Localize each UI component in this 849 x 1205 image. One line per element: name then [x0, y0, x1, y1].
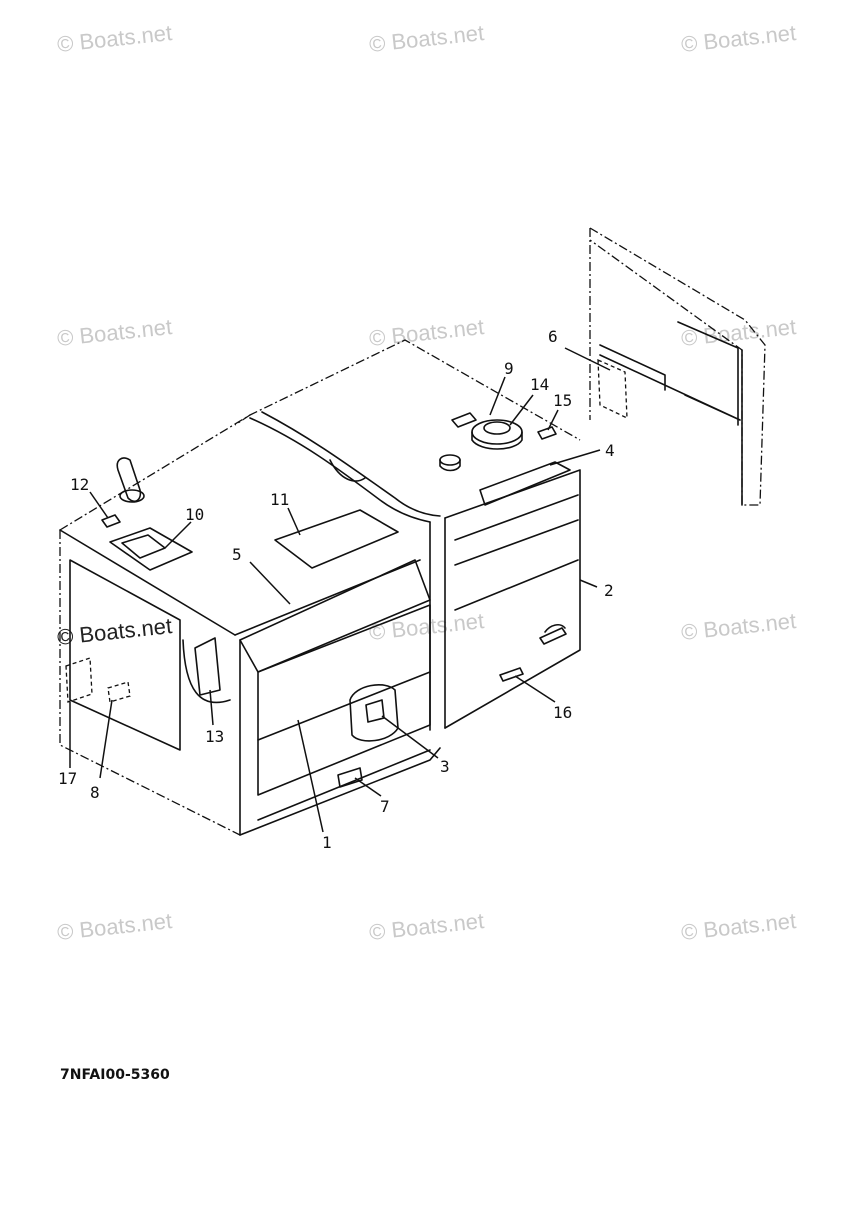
side-cover-panel — [589, 227, 766, 506]
watermark: © Boats.net — [680, 314, 797, 351]
callout-16: 16 — [553, 703, 572, 722]
callout-1: 1 — [322, 833, 332, 852]
watermark-dark: © Boats.net — [56, 613, 173, 650]
front-panel-right — [444, 469, 581, 729]
callout-15: 15 — [553, 391, 572, 410]
label-16 — [499, 667, 524, 682]
callout-5: 5 — [232, 545, 242, 564]
callout-13: 13 — [205, 727, 224, 746]
label-9 — [451, 412, 477, 428]
watermark: © Boats.net — [368, 314, 485, 351]
left-end-outline — [59, 530, 241, 836]
watermark: © Boats.net — [56, 908, 173, 945]
oil-cap — [439, 454, 461, 466]
callout-6: 6 — [548, 327, 558, 346]
generator-body — [59, 339, 581, 836]
top-outline — [59, 339, 581, 531]
label-11 — [274, 509, 399, 569]
fuel-cap — [471, 419, 523, 445]
watermark: © Boats.net — [368, 908, 485, 945]
exhaust-pipe — [116, 457, 142, 502]
callout-8: 8 — [90, 783, 100, 802]
watermark: © Boats.net — [368, 608, 485, 645]
watermark: © Boats.net — [56, 314, 173, 351]
watermark: © Boats.net — [680, 20, 797, 57]
label-15 — [537, 426, 557, 440]
frame-handle — [249, 417, 431, 523]
label-12 — [101, 514, 121, 528]
callout-2: 2 — [604, 581, 614, 600]
callout-12: 12 — [70, 475, 89, 494]
watermark: © Boats.net — [56, 20, 173, 57]
frame-post — [429, 517, 446, 731]
callout-4: 4 — [605, 441, 615, 460]
front-bottom-edge — [239, 747, 441, 836]
callout-3: 3 — [440, 757, 450, 776]
label-8 — [107, 681, 131, 703]
side-handle — [349, 684, 399, 742]
callout-14: 14 — [530, 375, 549, 394]
leader-lines — [69, 347, 611, 833]
callout-9: 9 — [504, 359, 514, 378]
watermarks: © Boats.net © Boats.net © Boats.net © Bo… — [56, 20, 797, 945]
watermark: © Boats.net — [680, 908, 797, 945]
watermark: © Boats.net — [368, 20, 485, 57]
label-7 — [337, 767, 363, 788]
panel-10 — [109, 527, 193, 571]
callout-numbers: 6 9 14 15 4 2 16 3 7 1 5 11 10 12 13 8 1… — [58, 327, 615, 852]
callout-10: 10 — [185, 505, 204, 524]
callout-11: 11 — [270, 490, 289, 509]
left-side-panel — [69, 559, 181, 751]
watermark: © Boats.net — [680, 608, 797, 645]
label-3 — [365, 699, 385, 723]
callout-17: 17 — [58, 769, 77, 788]
label-13 — [194, 637, 221, 696]
label-17 — [65, 657, 93, 703]
callout-7: 7 — [380, 797, 390, 816]
drawing-code: 7NFAI00-5360 — [60, 1067, 170, 1083]
label-4 — [479, 461, 571, 506]
